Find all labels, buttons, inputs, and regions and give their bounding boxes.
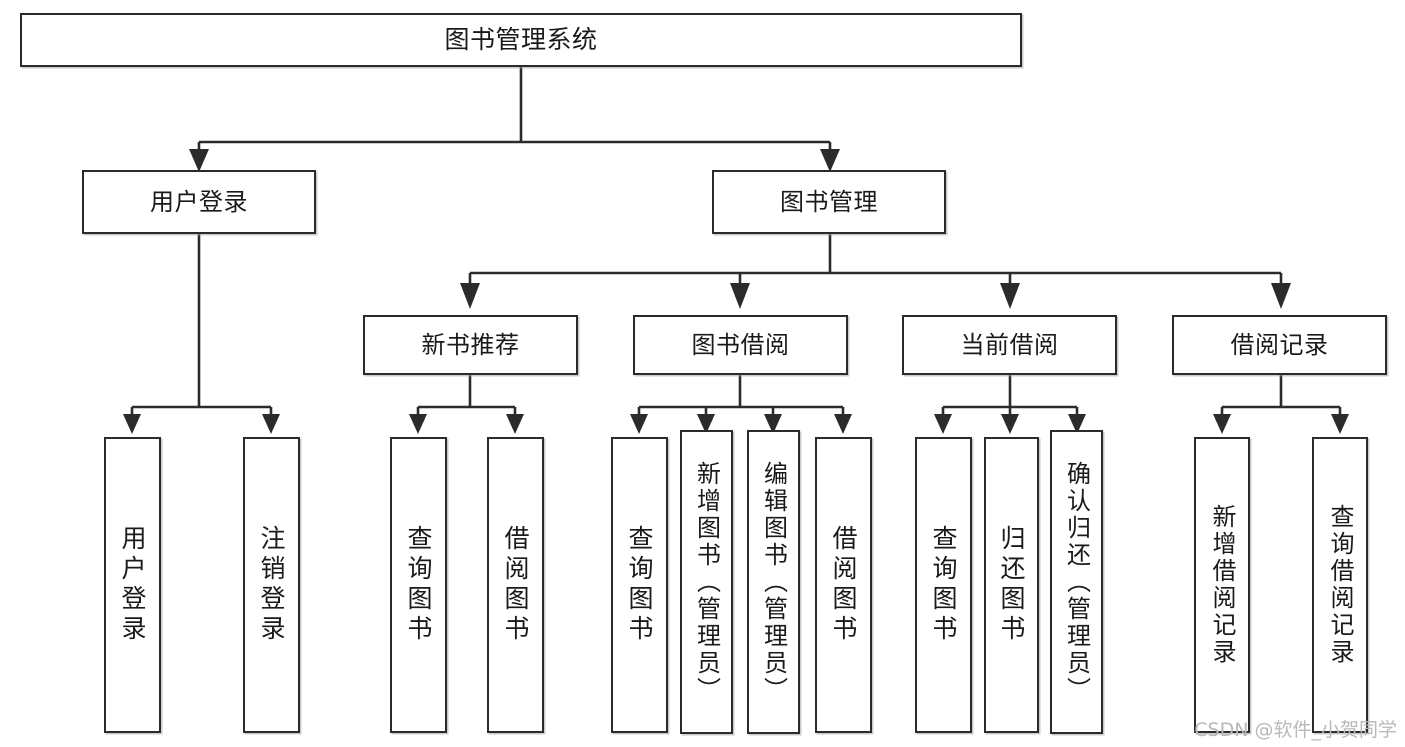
node-leaf-borrow-book-1-label: 借阅图书 (501, 525, 530, 645)
node-leaf-query-book-3[interactable]: 查询图书 (915, 437, 972, 733)
node-leaf-query-book-1[interactable]: 查询图书 (390, 437, 447, 733)
node-leaf-logout-label: 注销登录 (257, 525, 286, 645)
node-leaf-user-login[interactable]: 用户登录 (104, 437, 161, 733)
node-new-book-rec-label: 新书推荐 (421, 330, 520, 359)
node-user-login-label: 用户登录 (150, 187, 248, 216)
node-book-manage-label: 图书管理 (780, 187, 878, 216)
node-root[interactable]: 图书管理系统 (20, 13, 1022, 67)
arrow-icon (123, 414, 141, 434)
node-leaf-logout[interactable]: 注销登录 (243, 437, 300, 733)
node-leaf-return-book[interactable]: 归还图书 (984, 437, 1039, 733)
arrow-icon (262, 414, 280, 434)
arrow-icon (409, 414, 427, 434)
node-leaf-borrow-book-2[interactable]: 借阅图书 (815, 437, 872, 733)
node-current-borrow[interactable]: 当前借阅 (902, 315, 1117, 375)
node-leaf-add-record-label: 新增借阅记录 (1208, 504, 1236, 666)
arrow-heads (123, 149, 1349, 434)
node-borrow-record[interactable]: 借阅记录 (1172, 315, 1387, 375)
node-leaf-add-book[interactable]: 新增图书（管理员） (680, 430, 733, 734)
node-leaf-add-book-label: 新增图书（管理员） (692, 460, 721, 704)
watermark: CSDN @软件_小贺同学 (1194, 719, 1397, 741)
node-new-book-rec[interactable]: 新书推荐 (363, 315, 578, 375)
arrow-icon (934, 414, 952, 434)
node-leaf-query-record-label: 查询借阅记录 (1326, 504, 1354, 666)
arrow-icon (834, 414, 852, 434)
arrow-icon (764, 414, 782, 434)
node-leaf-add-record[interactable]: 新增借阅记录 (1194, 437, 1250, 733)
node-leaf-edit-book[interactable]: 编辑图书（管理员） (747, 430, 800, 734)
arrow-icon (460, 283, 480, 309)
node-borrow-record-label: 借阅记录 (1230, 330, 1329, 359)
arrow-icon (820, 149, 840, 172)
node-leaf-confirm-return[interactable]: 确认归还（管理员） (1050, 430, 1103, 734)
arrow-icon (1001, 414, 1019, 434)
node-leaf-return-book-label: 归还图书 (997, 525, 1026, 645)
node-user-login[interactable]: 用户登录 (82, 170, 316, 234)
node-leaf-query-book-2[interactable]: 查询图书 (611, 437, 668, 733)
arrow-icon (506, 414, 524, 434)
arrow-icon (1068, 414, 1086, 434)
arrow-icon (630, 414, 648, 434)
arrow-icon (1271, 283, 1291, 309)
node-leaf-query-record[interactable]: 查询借阅记录 (1312, 437, 1368, 733)
node-current-borrow-label: 当前借阅 (960, 330, 1059, 359)
arrow-icon (1331, 414, 1349, 434)
node-leaf-query-book-1-label: 查询图书 (404, 525, 433, 645)
node-book-borrow-label: 图书借阅 (691, 330, 790, 359)
arrow-icon (697, 414, 715, 434)
node-leaf-borrow-book-2-label: 借阅图书 (829, 525, 858, 645)
arrow-icon (730, 283, 750, 309)
node-leaf-query-book-3-label: 查询图书 (929, 525, 958, 645)
node-leaf-user-login-label: 用户登录 (118, 525, 147, 645)
arrow-icon (1000, 283, 1020, 309)
node-leaf-edit-book-label: 编辑图书（管理员） (759, 460, 788, 704)
node-leaf-confirm-return-label: 确认归还（管理员） (1062, 460, 1091, 704)
arrow-icon (1213, 414, 1231, 434)
arrow-icon (189, 149, 209, 172)
node-book-borrow[interactable]: 图书借阅 (633, 315, 848, 375)
node-root-label: 图书管理系统 (444, 25, 598, 54)
node-leaf-query-book-2-label: 查询图书 (625, 525, 654, 645)
node-book-manage[interactable]: 图书管理 (712, 170, 946, 234)
node-leaf-borrow-book-1[interactable]: 借阅图书 (487, 437, 544, 733)
